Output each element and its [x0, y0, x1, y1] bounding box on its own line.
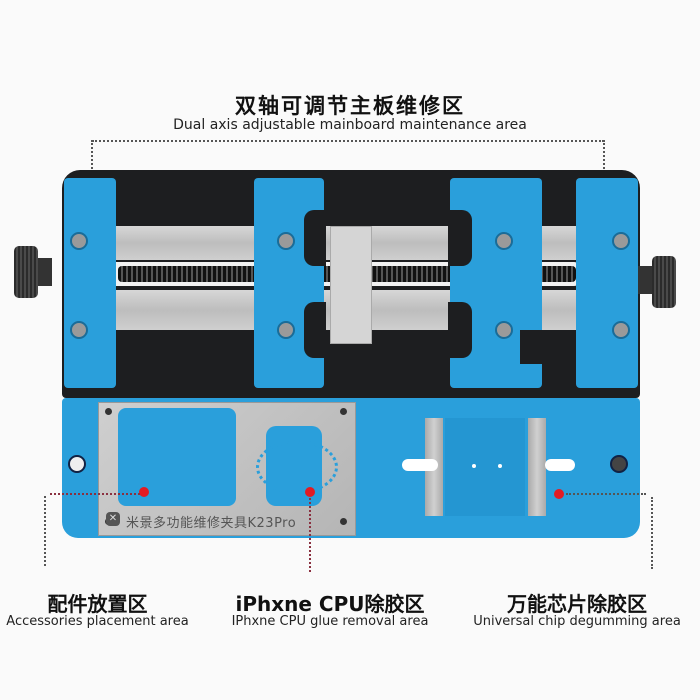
leader-cpu-v [309, 498, 311, 572]
clamp-notch [304, 210, 326, 266]
caption-chip-en: Universal chip degumming area [473, 614, 681, 629]
plate-screw [340, 408, 347, 415]
left-adjust-knob[interactable] [14, 246, 38, 298]
right-clamp[interactable] [576, 178, 638, 388]
center-steel-bracket [330, 226, 372, 344]
tray-mount-hole-right [610, 455, 628, 473]
top-bracket-line [92, 140, 604, 142]
top-bracket-left [91, 140, 93, 172]
right-clamp-pin-bottom [612, 321, 630, 339]
slot-left [402, 459, 438, 471]
left-inner-clamp-pin-bottom [277, 321, 295, 339]
leader-accessories-v [44, 496, 46, 566]
caption-cpu-cn: iPhxne CPU除胶区 [235, 592, 425, 616]
right-inner-clamp-pin-bottom [495, 321, 513, 339]
left-knob-neck [38, 258, 52, 286]
caption-cpu-en: IPhxne CPU glue removal area [231, 614, 429, 629]
header-title-en: Dual axis adjustable mainboard maintenan… [173, 117, 527, 133]
left-clamp-pin-top [70, 232, 88, 250]
accessories-pocket [118, 408, 236, 506]
brand-logo-icon: ✕ [106, 512, 120, 526]
leader-chip-v [651, 497, 653, 569]
plate-screw [105, 408, 112, 415]
left-clamp[interactable] [64, 178, 116, 388]
right-inner-clamp-pin-top [495, 232, 513, 250]
caption-accessories-en: Accessories placement area [6, 614, 189, 629]
right-adjust-knob[interactable] [652, 256, 676, 308]
left-clamp-pin-bottom [70, 321, 88, 339]
slot-right [545, 459, 575, 471]
left-inner-clamp-pin-top [277, 232, 295, 250]
cpu-marker [305, 487, 315, 497]
caption-chip-cn: 万能芯片除胶区 [507, 592, 647, 616]
chip-marker [554, 489, 564, 499]
header-title-cn: 双轴可调节主板维修区 [235, 94, 465, 118]
right-clamp-pin-top [612, 232, 630, 250]
leader-accessories-h [50, 493, 140, 495]
chip-hole [498, 464, 502, 468]
leader-chip-h [566, 493, 646, 495]
chip-platform [445, 418, 525, 516]
plate-screw [340, 518, 347, 525]
top-bracket-right [603, 140, 605, 172]
accessories-marker [139, 487, 149, 497]
caption-accessories-cn: 配件放置区 [47, 592, 148, 616]
chip-hole [472, 464, 476, 468]
clamp-notch [448, 302, 472, 358]
product-label: 米景多功能维修夹具K23Pro [126, 516, 297, 531]
clamp-gap [520, 330, 570, 364]
clamp-notch [304, 302, 326, 358]
clamp-notch [448, 210, 472, 266]
cpu-pocket-gear [256, 440, 338, 494]
tray-mount-hole-left [68, 455, 86, 473]
right-knob-neck [638, 266, 652, 294]
chip-blade-right [528, 418, 546, 516]
